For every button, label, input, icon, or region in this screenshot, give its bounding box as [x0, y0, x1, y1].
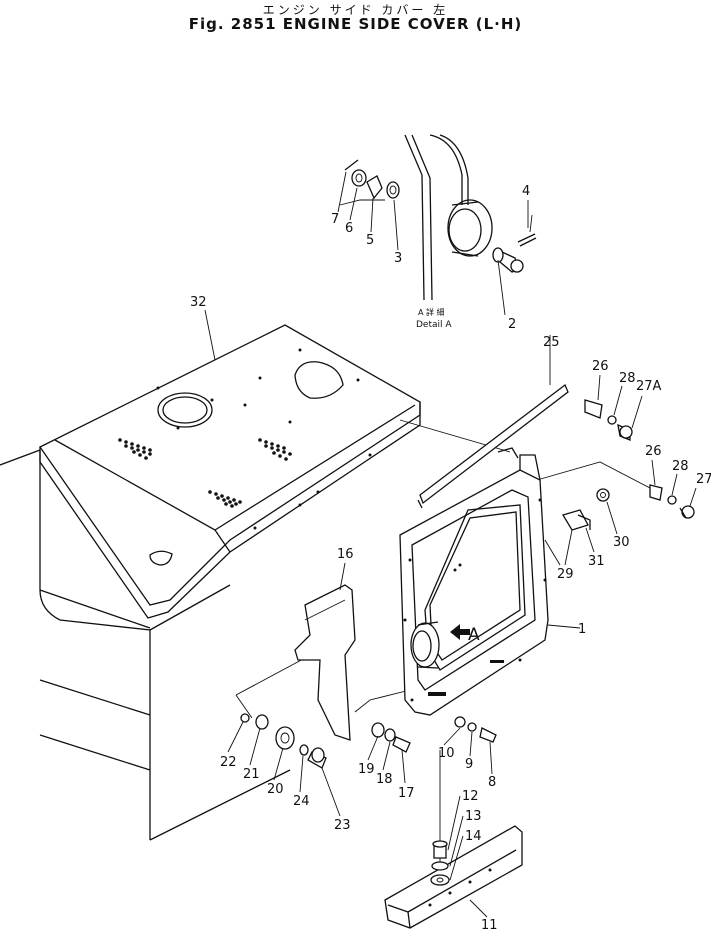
callout-20: 20	[267, 782, 284, 797]
callout-14: 14	[465, 829, 482, 844]
callout-24: 24	[293, 794, 310, 809]
callout-13: 13	[465, 809, 482, 824]
callout-3: 3	[394, 251, 402, 266]
fasteners	[240, 399, 695, 886]
callout-16: 16	[337, 547, 354, 562]
part-2-shape	[492, 247, 524, 273]
callout-18: 18	[376, 772, 393, 787]
part-11-lower-cover	[384, 825, 523, 929]
callout-29: 29	[557, 567, 574, 582]
part-5-shape	[366, 175, 383, 200]
callout-21: 21	[243, 767, 260, 782]
callout-19: 19	[358, 762, 375, 777]
title-english: Fig. 2851 ENGINE SIDE COVER (L·H)	[188, 15, 523, 33]
callout-22: 22	[220, 755, 237, 770]
callout-9: 9	[465, 757, 473, 772]
machine-body	[0, 449, 291, 841]
callout-11: 11	[481, 918, 498, 932]
callout-4: 4	[522, 184, 530, 199]
callout-5: 5	[366, 233, 374, 248]
callout-17: 17	[398, 786, 415, 801]
callout-25: 25	[543, 335, 560, 350]
arrow-a-label: A	[468, 625, 480, 645]
part-1-side-cover: A	[399, 454, 549, 716]
callout-30: 30	[613, 535, 630, 550]
part-16-bracket	[294, 584, 356, 741]
callout-27: 27	[696, 472, 711, 487]
detail-a-label: Detail A	[416, 320, 452, 330]
part-7-shape	[344, 159, 359, 171]
callout-6: 6	[345, 221, 353, 236]
part-4-shape	[517, 233, 537, 247]
callout-31: 31	[588, 554, 605, 569]
callout-27a: 27A	[636, 379, 662, 394]
callout-26-upper: 26	[592, 359, 609, 374]
callout-26-lower: 26	[645, 444, 662, 459]
callout-12: 12	[462, 789, 479, 804]
detail-a-view: A 詳 細 Detail A	[344, 134, 537, 330]
callout-23: 23	[334, 818, 351, 833]
callout-7: 7	[331, 212, 339, 227]
callout-32: 32	[190, 295, 207, 310]
callout-28-upper: 28	[619, 371, 636, 386]
callout-ticks	[227, 171, 697, 918]
part-25-rail	[417, 383, 569, 509]
callout-numbers: 32 7 6 5 3 4 2 25 26 28 27A 26 28 27 30 …	[190, 184, 711, 932]
title-japanese: エンジン サイド カバー 左	[262, 3, 449, 17]
part-32-hood	[39, 324, 421, 619]
part-3-shape	[386, 181, 400, 199]
callout-28-lower: 28	[672, 459, 689, 474]
callout-1: 1	[578, 622, 586, 637]
part-6-shape	[351, 169, 367, 187]
callout-2: 2	[508, 317, 516, 332]
detail-a-label-jp: A 詳 細	[418, 307, 445, 317]
callout-10: 10	[438, 746, 455, 761]
callout-8: 8	[488, 775, 496, 790]
